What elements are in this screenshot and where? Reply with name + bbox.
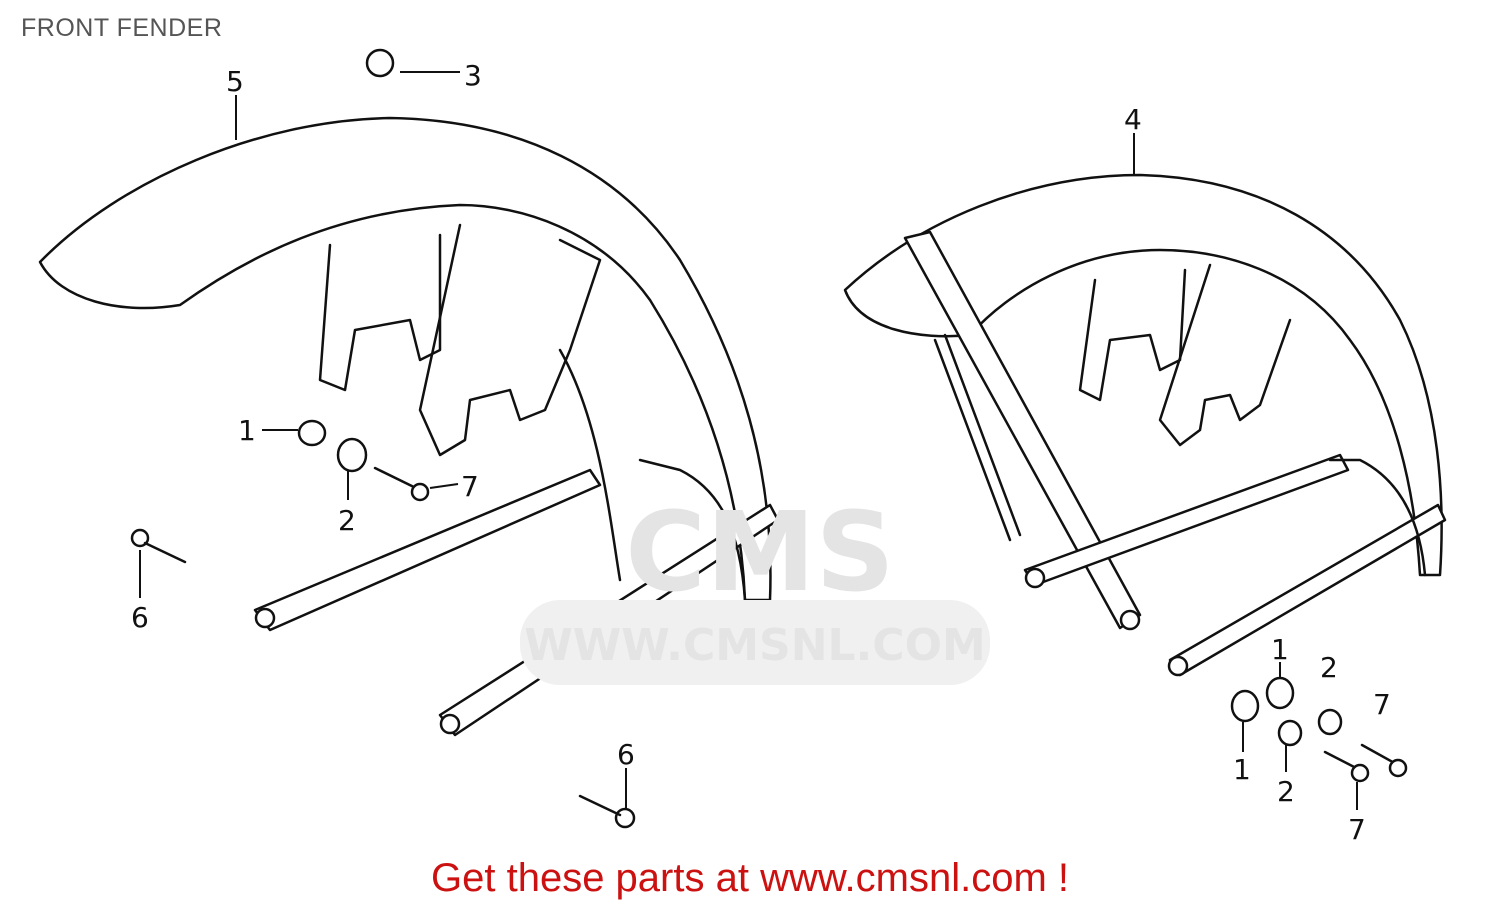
callout-3: 3	[464, 59, 482, 92]
collar-2	[336, 437, 368, 473]
callout-7: 7	[461, 470, 479, 503]
diagram-title: FRONT FENDER	[21, 14, 223, 42]
small-parts-left	[130, 48, 1135, 829]
callout-1: 1	[1233, 753, 1251, 786]
callout-6: 6	[617, 738, 635, 771]
callout-5: 5	[226, 65, 244, 98]
small-parts-right	[1230, 662, 1408, 810]
watermark: WWW.CMSNL.COM CMS	[520, 488, 990, 685]
grommet-1	[297, 419, 327, 447]
callout-2: 2	[338, 504, 356, 537]
fender-right	[843, 173, 1447, 677]
callout-1: 1	[238, 414, 256, 447]
callout-1: 1	[1271, 633, 1289, 666]
callout-7: 7	[1373, 688, 1391, 721]
callout-6: 6	[131, 601, 149, 634]
bolt-7	[410, 482, 430, 502]
watermark-logo: CMS	[625, 488, 894, 616]
footer-link[interactable]: Get these parts at www.cmsnl.com !	[431, 856, 1069, 900]
callout-2: 2	[1320, 651, 1338, 684]
callout-7: 7	[1348, 813, 1366, 846]
nut-3	[365, 48, 395, 78]
bolt-6a	[130, 528, 150, 548]
callout-2: 2	[1277, 775, 1295, 808]
callout-4: 4	[1124, 103, 1142, 136]
watermark-text: WWW.CMSNL.COM	[524, 620, 986, 671]
bolt-6b	[614, 807, 636, 829]
